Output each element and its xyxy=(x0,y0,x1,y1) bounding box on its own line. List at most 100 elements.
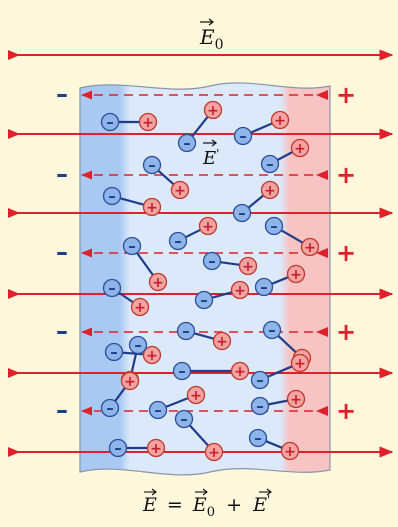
negative-charge xyxy=(148,400,168,420)
eq-plus: + xyxy=(226,494,242,516)
dipole-bond xyxy=(250,122,273,134)
dipole: –+ xyxy=(102,186,162,217)
negative-symbol: – xyxy=(270,217,278,235)
dipole: –+ xyxy=(177,100,223,153)
positive-charge xyxy=(186,385,206,405)
positive-charge xyxy=(260,180,280,200)
external-field-tail-arrow xyxy=(8,208,20,218)
dipole-bond xyxy=(280,229,304,244)
surface-negative-sign: – xyxy=(56,160,68,188)
dipole: –+ xyxy=(260,138,310,174)
dipole-bond xyxy=(118,291,134,304)
svg-text:E0: E0 xyxy=(199,25,224,53)
external-field-tail-arrow xyxy=(8,289,20,299)
dipole-bond xyxy=(130,353,138,372)
negative-symbol: – xyxy=(238,204,246,222)
positive-charge xyxy=(286,264,306,284)
positive-charge xyxy=(290,353,310,373)
negative-symbol: – xyxy=(256,371,264,389)
dipole-bond xyxy=(265,440,283,449)
dipole: –+ xyxy=(174,409,224,462)
negative-charge xyxy=(250,396,270,416)
dipole: –+ xyxy=(233,110,290,146)
negative-charge xyxy=(108,438,128,458)
negative-charge xyxy=(260,154,280,174)
surface-negative-sign: – xyxy=(56,238,68,266)
positive-charge xyxy=(142,345,162,365)
positive-charge xyxy=(142,197,162,217)
positive-symbol: + xyxy=(294,141,306,157)
dipole: –+ xyxy=(168,216,218,251)
negative-charge xyxy=(194,290,214,310)
external-field-tail-arrow xyxy=(8,129,20,139)
dipole: –+ xyxy=(232,180,280,223)
negative-symbol: – xyxy=(180,410,188,428)
negative-charge xyxy=(122,236,142,256)
eq-term2: E xyxy=(252,494,267,516)
positive-charge xyxy=(120,371,140,391)
positive-symbol: + xyxy=(242,259,254,275)
dipole: –+ xyxy=(172,361,250,381)
negative-charge xyxy=(102,278,122,298)
dipole-bond xyxy=(119,197,145,206)
svg-text:E = E0 +: E = E0 + E' xyxy=(142,493,270,521)
eprime-prime: ' xyxy=(216,147,219,161)
dipole-bond xyxy=(193,332,215,340)
surface-negative-sign: – xyxy=(56,317,68,345)
positive-charge xyxy=(170,180,190,200)
dipole: –+ xyxy=(250,389,306,416)
positive-charge xyxy=(203,100,223,120)
external-field-lines xyxy=(8,49,394,458)
positive-symbol: + xyxy=(174,183,186,199)
field-equation: E = E0 + E' xyxy=(142,488,272,521)
svg-text:E': E' xyxy=(202,147,219,169)
negative-charge xyxy=(262,320,282,340)
negative-symbol: – xyxy=(266,155,274,173)
positive-charge xyxy=(300,237,320,257)
dipole-bond xyxy=(211,291,233,299)
positive-symbol: + xyxy=(216,334,228,350)
positive-symbol: + xyxy=(274,113,286,129)
negative-charge xyxy=(176,321,196,341)
dipole-bond xyxy=(122,351,144,356)
positive-symbol: + xyxy=(290,267,302,283)
negative-charge xyxy=(100,112,120,132)
e0-sub: 0 xyxy=(215,37,224,53)
positive-symbol: + xyxy=(294,356,306,372)
dipole-bond xyxy=(268,399,288,406)
dipole-bond xyxy=(114,387,126,402)
eq-term2-prime: ' xyxy=(267,493,270,507)
negative-charge xyxy=(142,155,162,175)
positive-symbol: + xyxy=(142,115,154,131)
dipole: –+ xyxy=(104,342,162,365)
external-field-label: E0 xyxy=(199,18,224,53)
surface-charges: –+–+–+–+–+ xyxy=(56,80,356,425)
dipole-bond xyxy=(271,276,289,285)
positive-symbol: + xyxy=(150,441,162,457)
dipole: –+ xyxy=(108,438,166,458)
eq-term1: E xyxy=(192,494,207,516)
dipole-bond xyxy=(276,151,294,161)
positive-symbol: + xyxy=(134,300,146,316)
positive-symbol: + xyxy=(304,240,316,256)
negative-charge xyxy=(174,409,194,429)
induced-field-label: E' xyxy=(202,139,219,169)
positive-charge xyxy=(270,110,290,130)
negative-symbol: – xyxy=(208,252,216,270)
dipole: –+ xyxy=(122,236,168,292)
negative-charge xyxy=(250,370,270,390)
dipole: –+ xyxy=(248,428,300,461)
positive-charge xyxy=(230,280,250,300)
positive-charge xyxy=(204,442,224,462)
external-field-tail-arrow xyxy=(8,447,20,457)
negative-charge xyxy=(168,231,188,251)
negative-charge xyxy=(202,251,222,271)
e0-base: E xyxy=(199,25,215,49)
dipole: –+ xyxy=(250,353,310,390)
negative-symbol: – xyxy=(268,321,276,339)
dipole: –+ xyxy=(264,216,320,257)
induced-field-tail-arrow xyxy=(316,327,328,337)
dipole: –+ xyxy=(254,264,306,297)
negative-symbol: – xyxy=(114,439,122,457)
